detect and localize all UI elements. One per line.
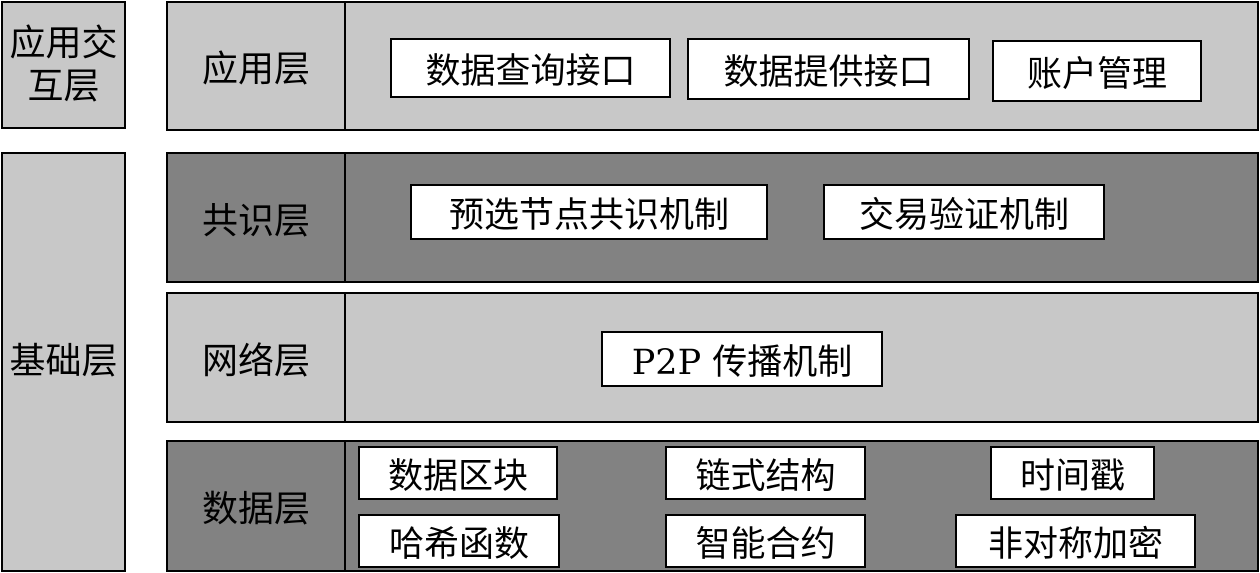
chip-data-provide-interface: 数据提供接口 (687, 38, 970, 100)
chip-chain-structure: 链式结构 (665, 446, 866, 500)
layer-data-label: 数据层 (168, 442, 346, 570)
layer-consensus: 共识层 预选节点共识机制 交易验证机制 (166, 152, 1259, 283)
layer-network: 网络层 P2P 传播机制 (166, 292, 1259, 423)
chip-hash-function: 哈希函数 (358, 514, 560, 568)
layer-data: 数据层 数据区块 链式结构 时间戳 哈希函数 智能合约 非对称加密 (166, 440, 1259, 572)
layer-consensus-label: 共识层 (168, 154, 346, 281)
chip-data-block: 数据区块 (358, 446, 558, 500)
chip-data-query-interface: 数据查询接口 (390, 38, 671, 98)
chip-p2p-propagation: P2P 传播机制 (601, 331, 883, 387)
chip-transaction-validation: 交易验证机制 (823, 184, 1105, 240)
chip-asymmetric-encryption: 非对称加密 (955, 514, 1196, 568)
layer-application: 应用层 数据查询接口 数据提供接口 账户管理 (166, 1, 1259, 131)
chip-timestamp: 时间戳 (990, 446, 1155, 500)
chip-preselected-node-consensus: 预选节点共识机制 (410, 184, 768, 240)
chip-smart-contract: 智能合约 (665, 514, 866, 568)
chip-account-management: 账户管理 (992, 40, 1202, 102)
side-label-base: 基础层 (1, 152, 126, 572)
layer-network-label: 网络层 (168, 294, 346, 421)
layer-application-label: 应用层 (168, 3, 346, 129)
side-label-app-interaction: 应用交 互层 (1, 1, 126, 129)
